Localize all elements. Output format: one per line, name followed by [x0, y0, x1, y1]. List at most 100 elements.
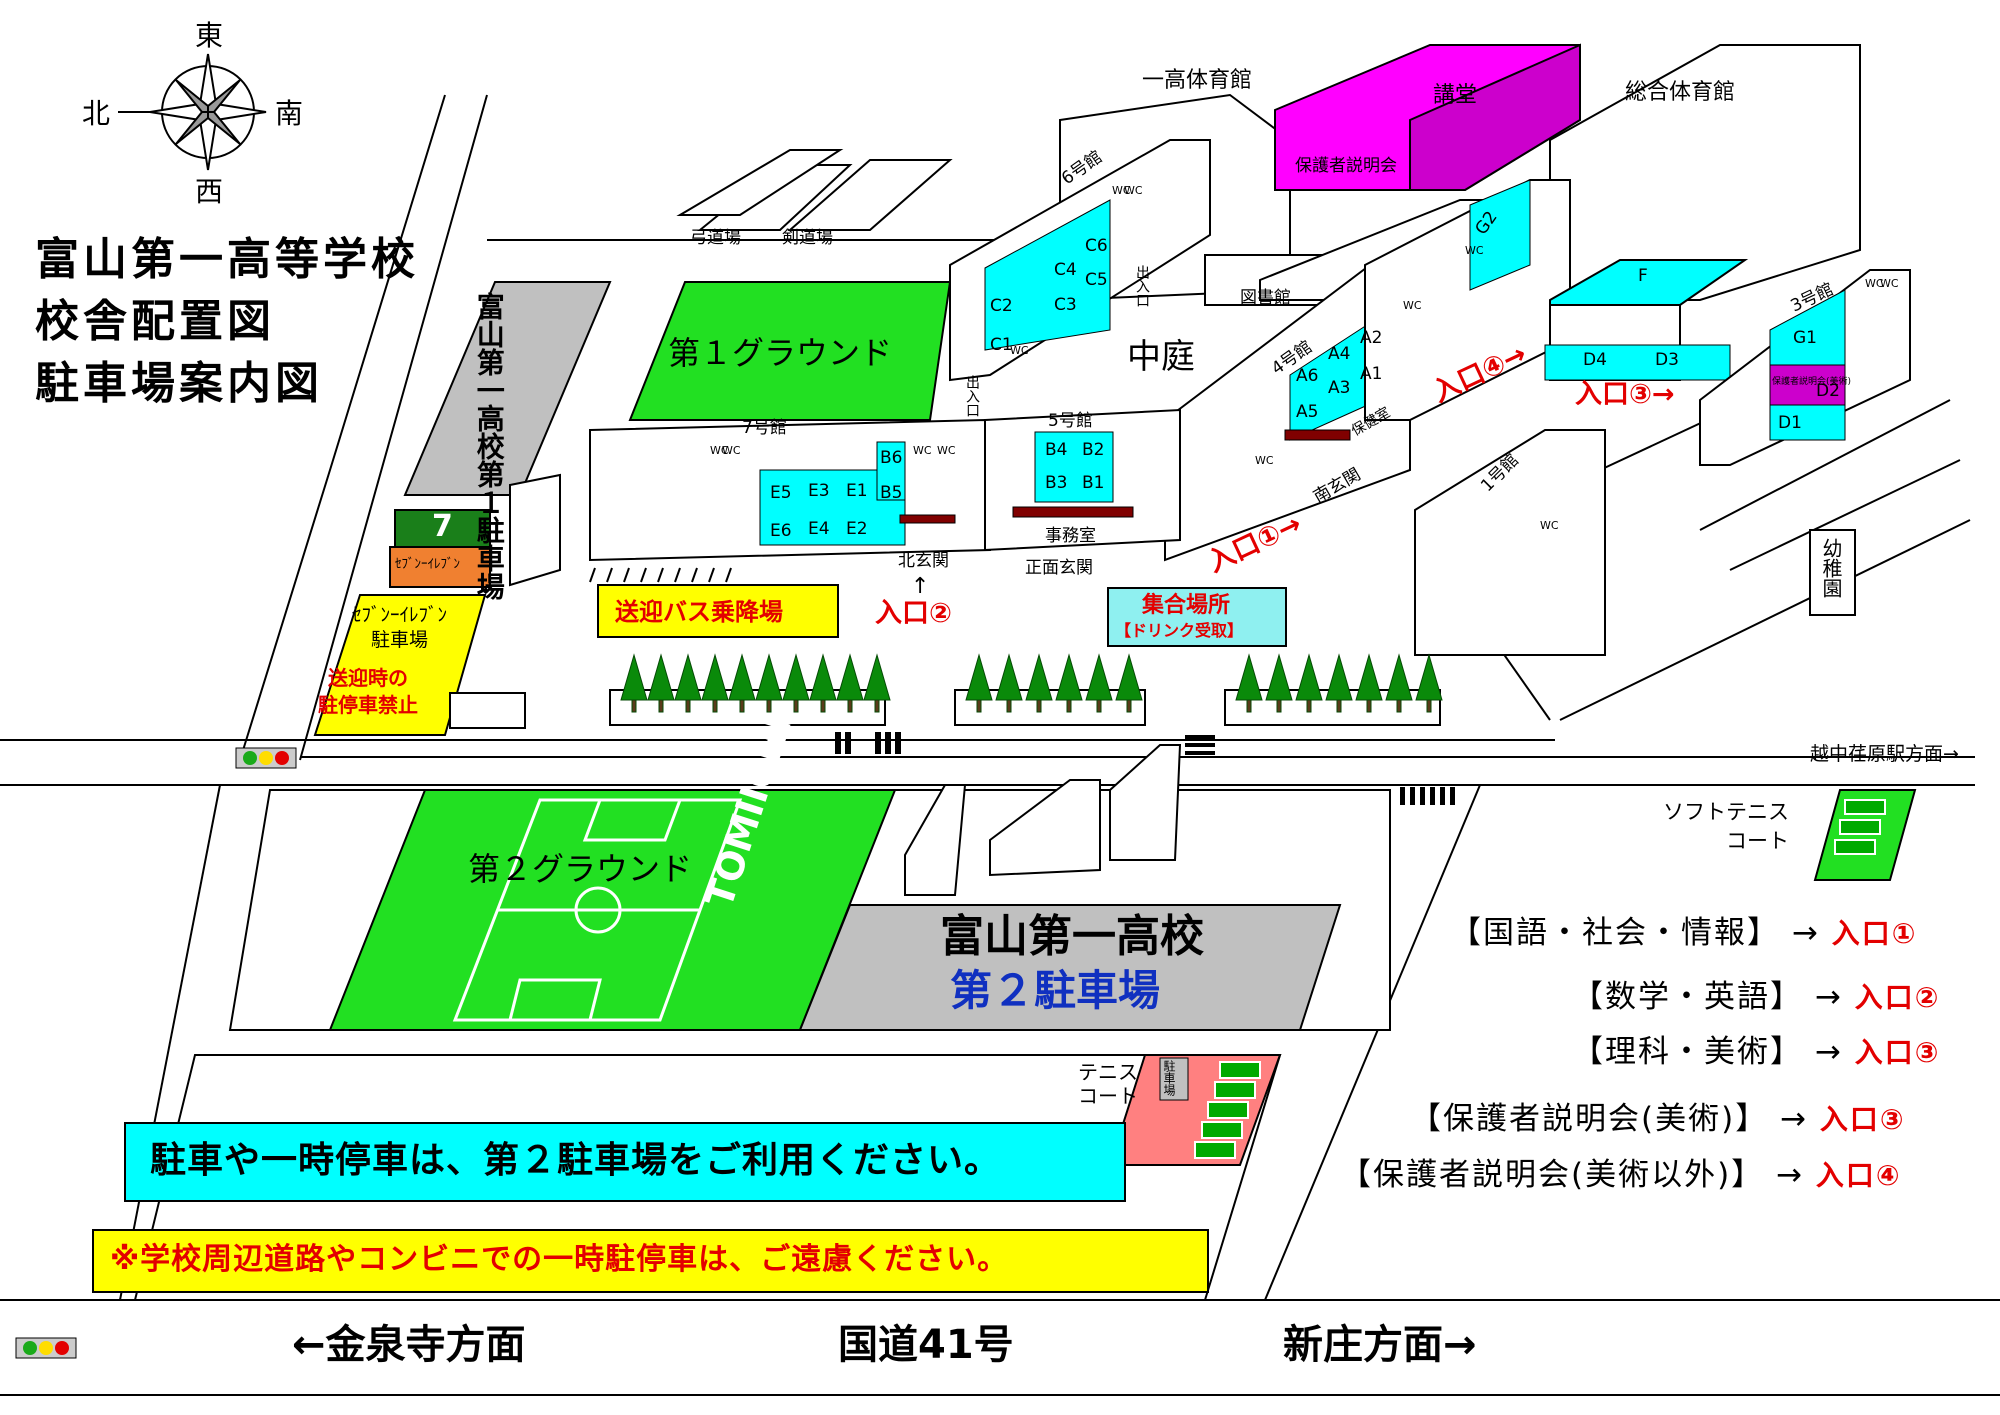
room-d4: D4 [1583, 350, 1607, 370]
room-b3: B3 [1045, 473, 1068, 493]
tree-trunk [712, 699, 718, 713]
wc-label: WC [1010, 344, 1029, 357]
compass-rose [118, 53, 267, 171]
room-d1: D1 [1778, 413, 1802, 433]
station-direction: 越中荏原駅方面→ [1810, 743, 1959, 765]
room-e3: E3 [808, 481, 830, 501]
kindergarten [1809, 529, 1856, 616]
direction-left: ←金泉寺方面 [292, 1322, 526, 1368]
tree-icon [728, 653, 756, 701]
legend-arrow: → [1780, 1101, 1809, 1137]
tree-trunk [1396, 699, 1402, 713]
notice1-box [124, 1122, 1126, 1202]
tree-icon [1295, 653, 1323, 701]
entrance2-arrow: ↑ [911, 574, 930, 599]
parking2-line1: 富山第一高校 [940, 911, 1204, 962]
title-layout: 校舎配置図 [35, 296, 275, 347]
front-entrance-label: 正面玄関 [1025, 558, 1093, 578]
tree-icon [836, 653, 864, 701]
tree-trunk [1036, 699, 1042, 713]
building5-label: 5号館 [1048, 411, 1093, 431]
legend-row: 【国語・社会・情報】 → 入口① [1450, 918, 1917, 949]
room-c4: C4 [1054, 260, 1077, 280]
room-b5: B5 [880, 483, 903, 503]
north-entrance-label: 北玄関 [898, 551, 949, 571]
legend-entrance: 入口③ [1819, 1103, 1906, 1136]
room-c6: C6 [1085, 236, 1108, 256]
wc-label: WC [1540, 519, 1559, 532]
soft-tennis-label: ソフトテニス コート [1663, 800, 1789, 854]
room-f: F [1638, 266, 1648, 286]
courtyard-label: 中庭 [1127, 337, 1195, 377]
route-name: 国道41号 [838, 1322, 1014, 1368]
legend-arrow: → [1791, 915, 1820, 951]
legend-subject: 【保護者説明会(美術以外)】 [1340, 1157, 1765, 1193]
tree-trunk [1246, 699, 1252, 713]
direction-right: 新庄方面→ [1283, 1322, 1477, 1368]
compass-south: 南 [275, 97, 304, 130]
legend-subject: 【保護者説明会(美術)】 [1410, 1101, 1769, 1137]
tree-icon [1355, 653, 1383, 701]
room-a3: A3 [1328, 378, 1351, 398]
tree-icon [1265, 653, 1293, 701]
wc-label: WC [1865, 277, 1884, 290]
wc-label: WC [1880, 277, 1899, 290]
tree-trunk [1366, 699, 1372, 713]
wc-label: WC [1403, 299, 1422, 312]
traffic-lights [15, 747, 297, 1359]
room-c1: C1 [990, 335, 1013, 355]
exit-entry-label-7: 出入口 [964, 375, 980, 417]
room-e4: E4 [808, 519, 830, 539]
tree-icon [1235, 653, 1263, 701]
tennis-courts [1194, 1061, 1261, 1159]
tree-icon [647, 653, 675, 701]
kindergarten-label: 幼稚園 [1819, 538, 1843, 598]
room-c3: C3 [1054, 295, 1077, 315]
wc-label: WC [913, 444, 932, 457]
legend-subject: 【国語・社会・情報】 [1450, 915, 1780, 951]
room-a6: A6 [1296, 366, 1319, 386]
tree-icon [1085, 653, 1113, 701]
room-b6: B6 [880, 448, 903, 468]
room-e5: E5 [770, 483, 792, 503]
legend-row: 【数学・英語】 → 入口② [1572, 982, 1940, 1013]
tree-trunk [631, 699, 637, 713]
wc-label: WC [710, 444, 729, 457]
room-a2: A2 [1360, 328, 1383, 348]
tree-trunk [1306, 699, 1312, 713]
soccer-field-lines [452, 798, 743, 1022]
assembly-area [1107, 587, 1287, 647]
room-d2: D2 [1816, 381, 1840, 401]
parking2-buildings [904, 744, 1182, 896]
wc-label: WC [937, 444, 956, 457]
seven-eleven-name: ｾﾌﾞﾝｰｲﾚﾌﾞﾝ [395, 557, 460, 572]
trees [620, 653, 1443, 713]
tree-trunk [1006, 699, 1012, 713]
notice-no-stopping: ※学校周辺道路やコンビニでの一時駐停車は、ご遠慮ください。 [110, 1242, 1009, 1277]
tree-trunk [820, 699, 826, 713]
title-parking: 駐車場案内図 [35, 358, 323, 409]
tennis-parking-label: 駐車場 [1162, 1060, 1176, 1096]
notice2-box [92, 1229, 1209, 1293]
tree-trunk [976, 699, 982, 713]
tree-icon [674, 653, 702, 701]
tree-icon [1325, 653, 1353, 701]
room-b4: B4 [1045, 440, 1068, 460]
seven-eleven-parking [313, 594, 487, 736]
room-c5: C5 [1085, 270, 1108, 290]
tree-trunk [766, 699, 772, 713]
tree-icon [782, 653, 810, 701]
room-b2: B2 [1082, 440, 1105, 460]
tree-icon [755, 653, 783, 701]
kyudojo-label: 弓道場 [690, 228, 741, 248]
kendojo-label: 剣道場 [782, 228, 833, 248]
wc-label: WC [1124, 184, 1143, 197]
general-gym-label: 総合体育館 [1625, 80, 1736, 105]
title-school: 富山第一高等学校 [35, 234, 419, 285]
legend-row: 【保護者説明会(美術以外)】 → 入口④ [1340, 1160, 1902, 1191]
building7-label: 7号館 [742, 418, 787, 438]
tree-trunk [1336, 699, 1342, 713]
wc-label: WC [1465, 244, 1484, 257]
